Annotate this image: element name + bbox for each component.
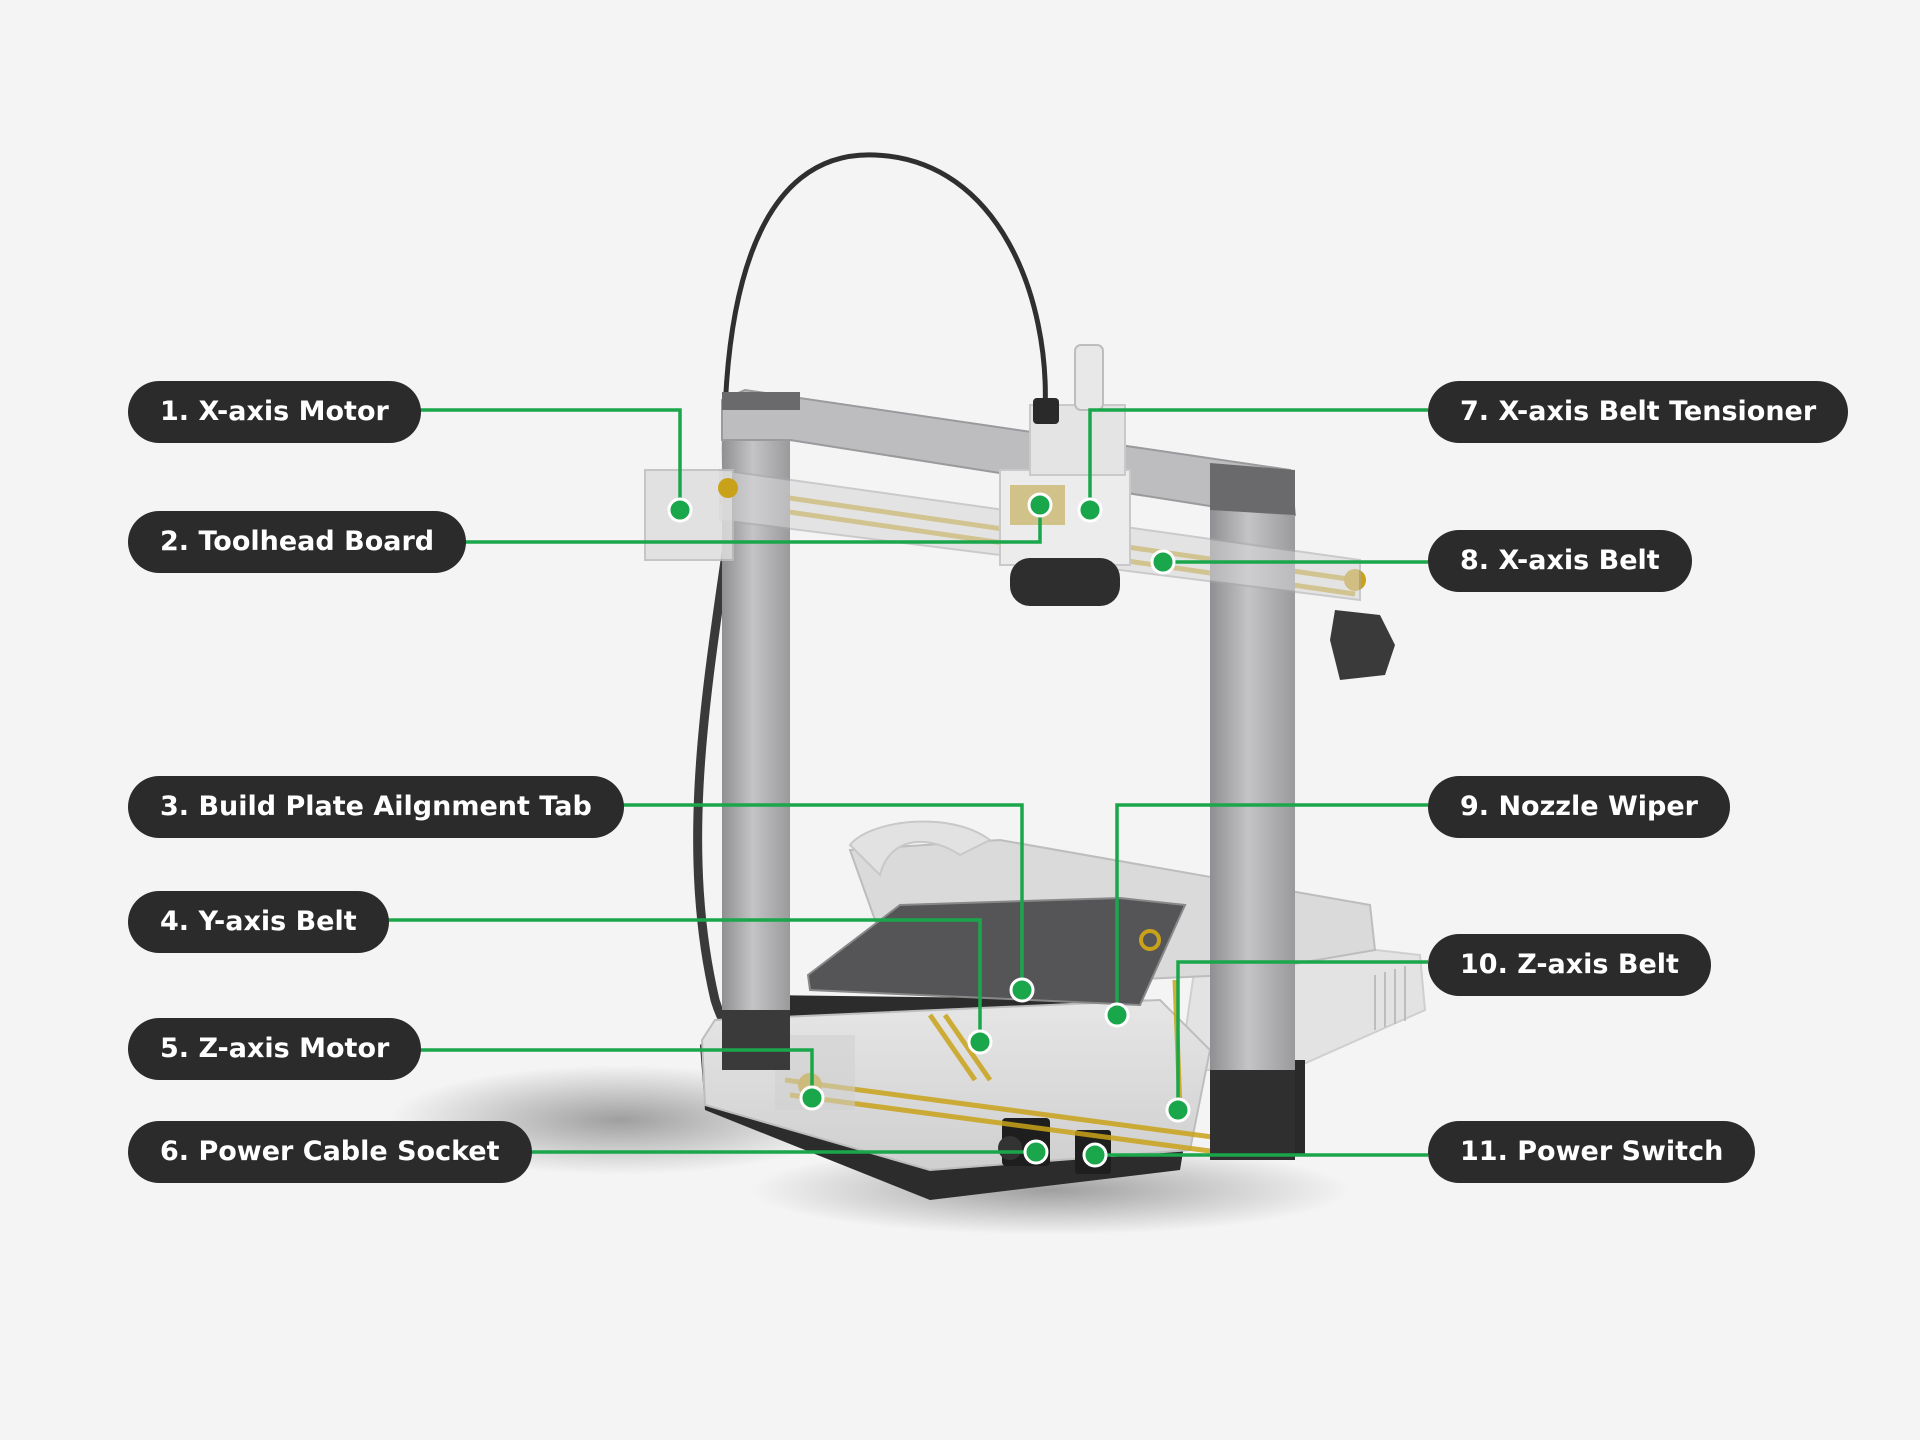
label-power-cable-socket: 6. Power Cable Socket (128, 1121, 532, 1183)
filament-inlet (1074, 344, 1104, 411)
frame-post-right-lower (1210, 1070, 1295, 1160)
label-z-axis-belt: 10. Z-axis Belt (1428, 934, 1711, 996)
toolhead-fan (1010, 558, 1120, 606)
nozzle-wiper-ring (1139, 929, 1161, 951)
frame-top-right-cap (1210, 463, 1295, 515)
label-toolhead-board: 2. Toolhead Board (128, 511, 467, 573)
build-plate (806, 896, 1187, 1007)
dot-build-plate-alignment-tab (1009, 977, 1035, 1003)
spool-arm (1330, 610, 1395, 680)
dot-power-switch (1082, 1142, 1108, 1168)
label-x-axis-belt: 8. X-axis Belt (1428, 530, 1692, 592)
label-y-axis-belt: 4. Y-axis Belt (128, 891, 389, 953)
frame-post-left-lower (722, 1010, 790, 1070)
leader-dots (667, 492, 1191, 1168)
dot-x-axis-belt (1150, 549, 1176, 575)
label-x-axis-motor: 1. X-axis Motor (128, 381, 421, 443)
dot-x-axis-motor (667, 497, 693, 523)
dot-z-axis-belt (1165, 1097, 1191, 1123)
filament-tube (721, 152, 1048, 546)
base-vent (1374, 966, 1406, 1030)
dot-power-cable-socket (1023, 1139, 1049, 1165)
dot-toolhead-board (1027, 492, 1053, 518)
socket-plug (998, 1136, 1022, 1160)
dot-z-axis-motor (799, 1085, 825, 1111)
build-plate-handle (848, 820, 992, 877)
dot-x-axis-belt-tensioner (1077, 497, 1103, 523)
x-motor-gear (718, 478, 738, 498)
label-build-plate-alignment-tab: 3. Build Plate Ailgnment Tab (128, 776, 624, 838)
dot-y-axis-belt (967, 1029, 993, 1055)
label-nozzle-wiper: 9. Nozzle Wiper (1428, 776, 1730, 838)
toolhead-connector (1033, 398, 1059, 424)
frame-top-left-cap (722, 392, 800, 410)
label-x-axis-belt-tensioner: 7. X-axis Belt Tensioner (1428, 381, 1849, 443)
dot-nozzle-wiper (1104, 1002, 1130, 1028)
label-power-switch: 11. Power Switch (1428, 1121, 1756, 1183)
label-z-axis-motor: 5. Z-axis Motor (128, 1018, 422, 1080)
